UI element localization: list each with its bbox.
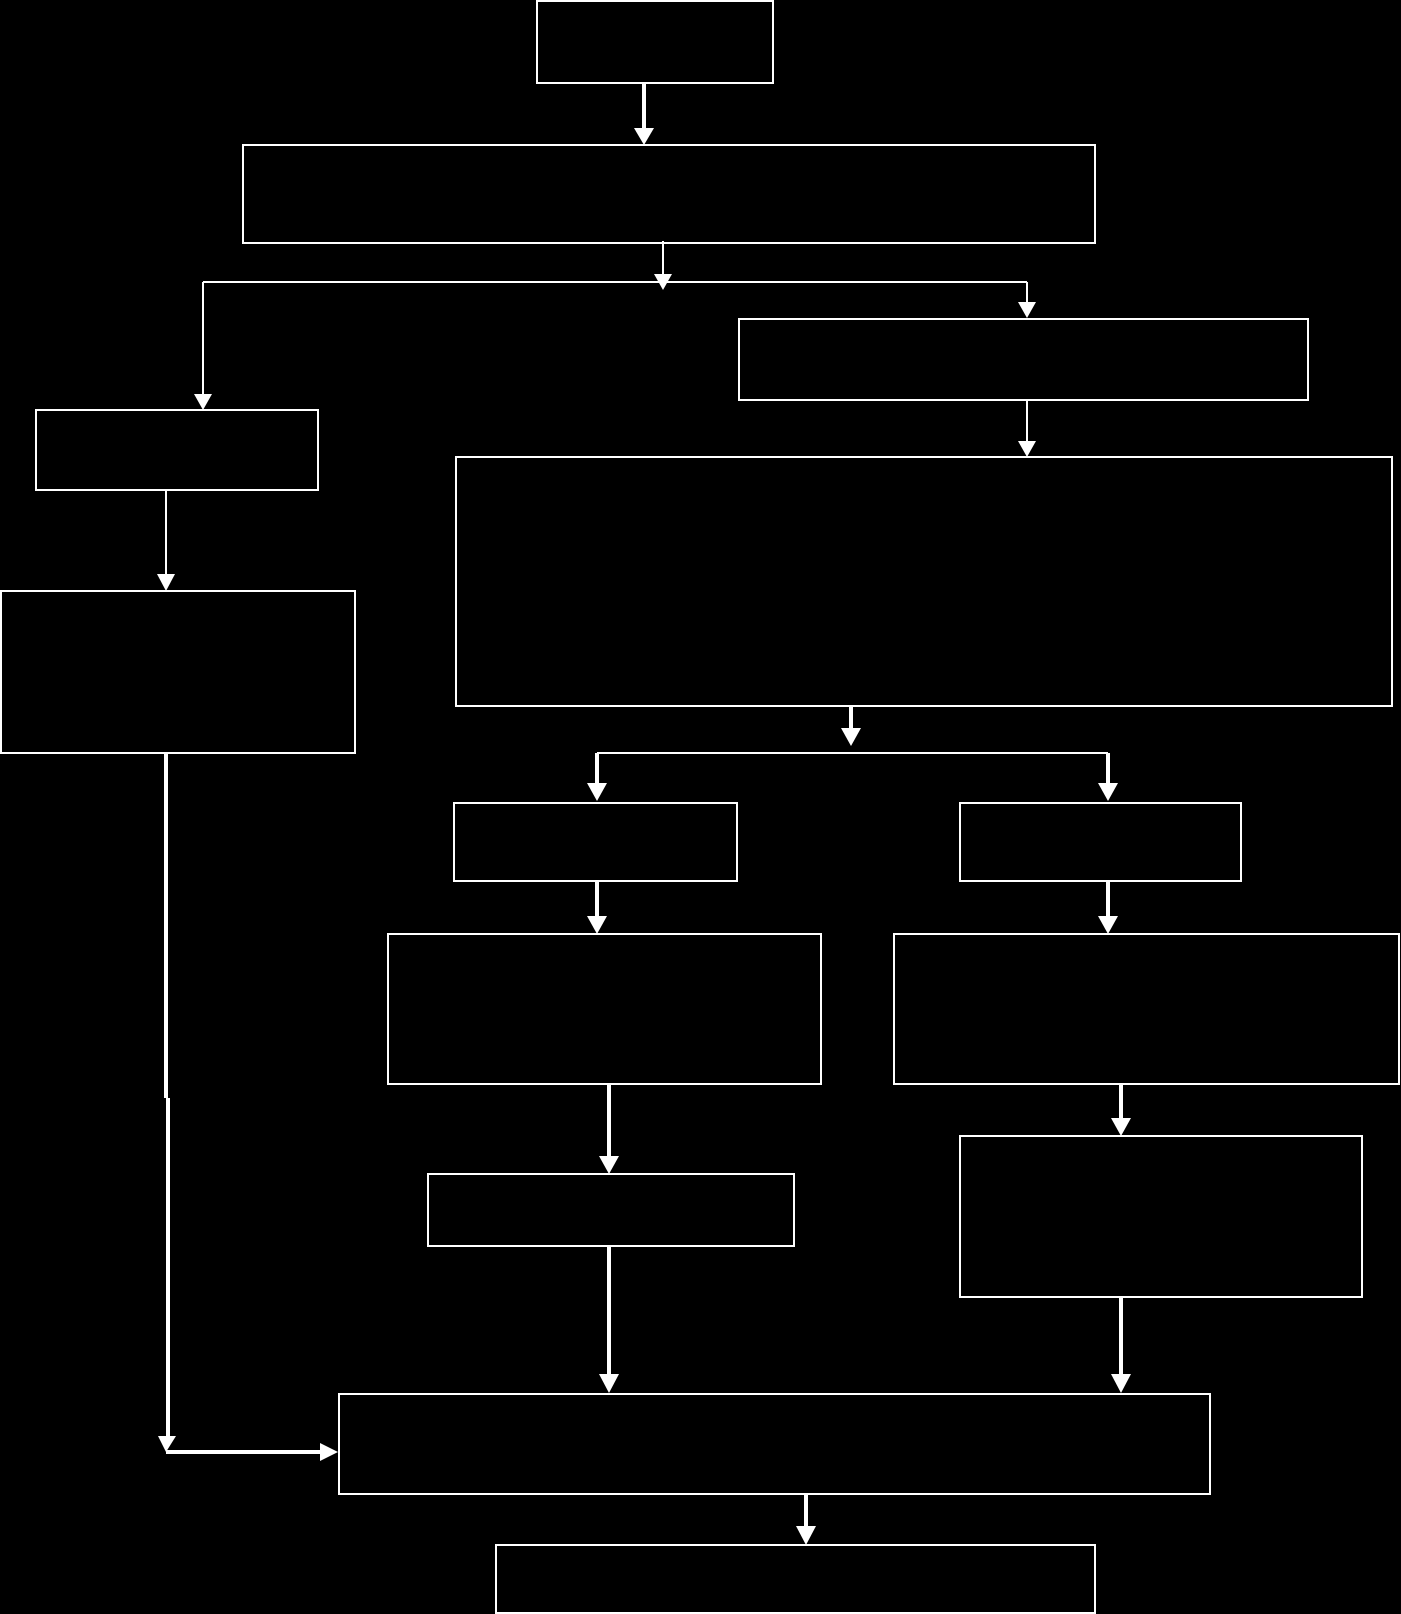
arrowhead-right-branch xyxy=(1018,302,1036,318)
arrowhead-left-detail xyxy=(157,574,175,591)
node-left-branch xyxy=(35,409,319,491)
node-stage-1 xyxy=(242,144,1096,244)
arrowhead-end xyxy=(796,1526,816,1545)
arrowhead-right-sub xyxy=(1111,1118,1131,1136)
node-right-result xyxy=(893,933,1400,1085)
arrowhead-left-result xyxy=(587,916,607,934)
node-start xyxy=(536,0,774,84)
node-left-result xyxy=(387,933,822,1085)
arrowhead-stage-1 xyxy=(634,128,654,145)
arrowhead-merge-side xyxy=(320,1443,338,1461)
arrowhead-split-right xyxy=(1098,783,1118,801)
arrowhead-right-analysis xyxy=(1018,441,1036,457)
arrowhead-left-branch xyxy=(194,394,212,410)
node-left-detail xyxy=(0,590,356,754)
node-merge xyxy=(338,1393,1211,1495)
connectors-group xyxy=(157,83,1131,1545)
arrowhead-right-result xyxy=(1098,916,1118,934)
node-right-analysis xyxy=(455,456,1393,707)
node-right-branch xyxy=(738,318,1309,401)
node-left-sub xyxy=(427,1173,795,1247)
arrowhead-left-detail-bottom xyxy=(158,1436,176,1452)
arrowhead-merge-left xyxy=(599,1374,619,1393)
arrowhead-left-sub xyxy=(599,1156,619,1174)
node-right-sub xyxy=(959,1135,1363,1298)
arrowhead-split-junction xyxy=(841,728,861,746)
node-end xyxy=(495,1544,1096,1614)
node-split-right xyxy=(959,802,1242,882)
arrowhead-split-left xyxy=(587,783,607,801)
node-split-left xyxy=(453,802,738,882)
arrowhead-merge-right xyxy=(1111,1374,1131,1393)
